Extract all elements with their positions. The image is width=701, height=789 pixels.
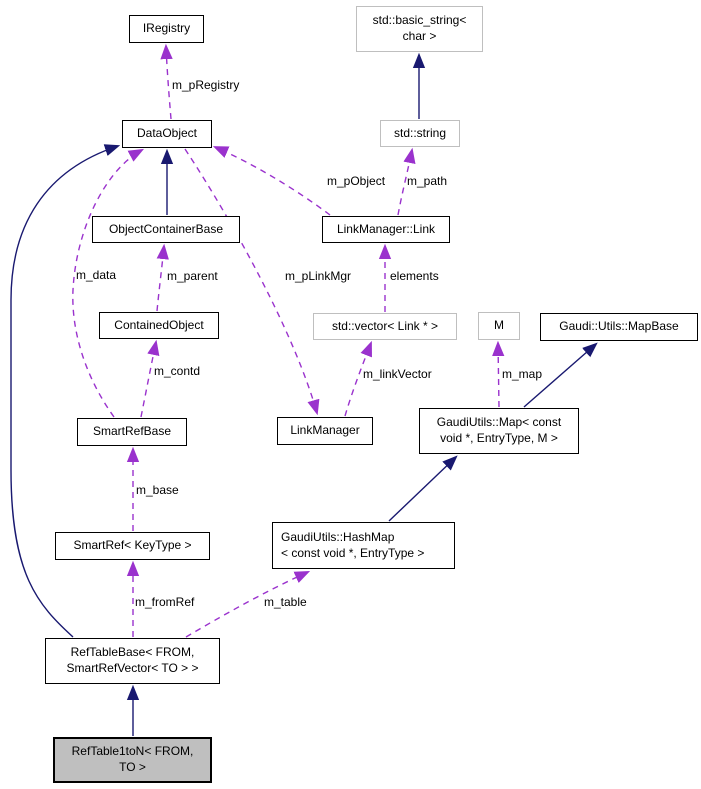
node-reftablebase[interactable]: RefTableBase< FROM, SmartRefVector< TO >… — [45, 638, 220, 684]
edge-map-mapbase — [523, 342, 598, 408]
node-linkmanager[interactable]: LinkManager — [277, 417, 373, 445]
edge-m-data — [72, 148, 145, 418]
edge-m-contd — [140, 339, 160, 418]
node-std-vector-link: std::vector< Link * > — [313, 313, 457, 340]
node-gaudiutils-map[interactable]: GaudiUtils::Map< const void *, EntryType… — [419, 408, 579, 454]
edge-m-path — [397, 147, 416, 216]
edge-label-m-pregistry: m_pRegistry — [172, 78, 240, 92]
node-mapbase[interactable]: Gaudi::Utils::MapBase — [540, 313, 698, 341]
node-linkmanager-link[interactable]: LinkManager::Link — [322, 216, 450, 243]
edge-m-pobject — [212, 146, 331, 216]
edge-label-m-parent: m_parent — [167, 269, 218, 283]
edge-label-m-pobject: m_pObject — [327, 174, 386, 188]
node-objectcontainerbase[interactable]: ObjectContainerBase — [92, 216, 240, 243]
edge-label-m-path: m_path — [407, 174, 448, 188]
edge-m-pregistry — [160, 43, 173, 120]
edge-m-plinkmgr — [184, 148, 320, 416]
edge-reftablebase-dataobject — [10, 144, 121, 638]
edge-m-table — [185, 571, 311, 638]
node-smartref[interactable]: SmartRef< KeyType > — [55, 532, 210, 560]
edge-hashmap-map — [388, 455, 458, 522]
node-smartrefbase[interactable]: SmartRefBase — [77, 418, 187, 446]
edge-label-m-data: m_data — [76, 268, 117, 282]
edge-label-m-plinkmgr: m_pLinkMgr — [285, 269, 352, 283]
node-containedobject[interactable]: ContainedObject — [99, 312, 219, 339]
edge-label-m-base: m_base — [136, 483, 179, 497]
edge-label-m-fromref: m_fromRef — [135, 595, 195, 609]
edge-m-parent — [156, 243, 169, 312]
node-std-string: std::string — [380, 120, 460, 147]
edge-label-m-contd: m_contd — [154, 364, 201, 378]
edge-label-m-map: m_map — [502, 367, 543, 381]
node-dataobject[interactable]: DataObject — [122, 120, 212, 148]
edge-label-m-linkvector: m_linkVector — [363, 367, 432, 381]
node-gaudiutils-hashmap[interactable]: GaudiUtils::HashMap < const void *, Entr… — [272, 522, 455, 569]
edge-m-map — [492, 340, 505, 408]
node-reftable1ton: RefTable1toN< FROM, TO > — [53, 737, 212, 783]
edge-label-elements: elements — [390, 269, 439, 283]
node-basic-string: std::basic_string< char > — [356, 6, 483, 52]
edge-label-m-table: m_table — [264, 595, 307, 609]
edge-m-linkvector — [344, 340, 372, 417]
node-m: M — [478, 312, 520, 340]
node-iregistry[interactable]: IRegistry — [129, 15, 204, 43]
